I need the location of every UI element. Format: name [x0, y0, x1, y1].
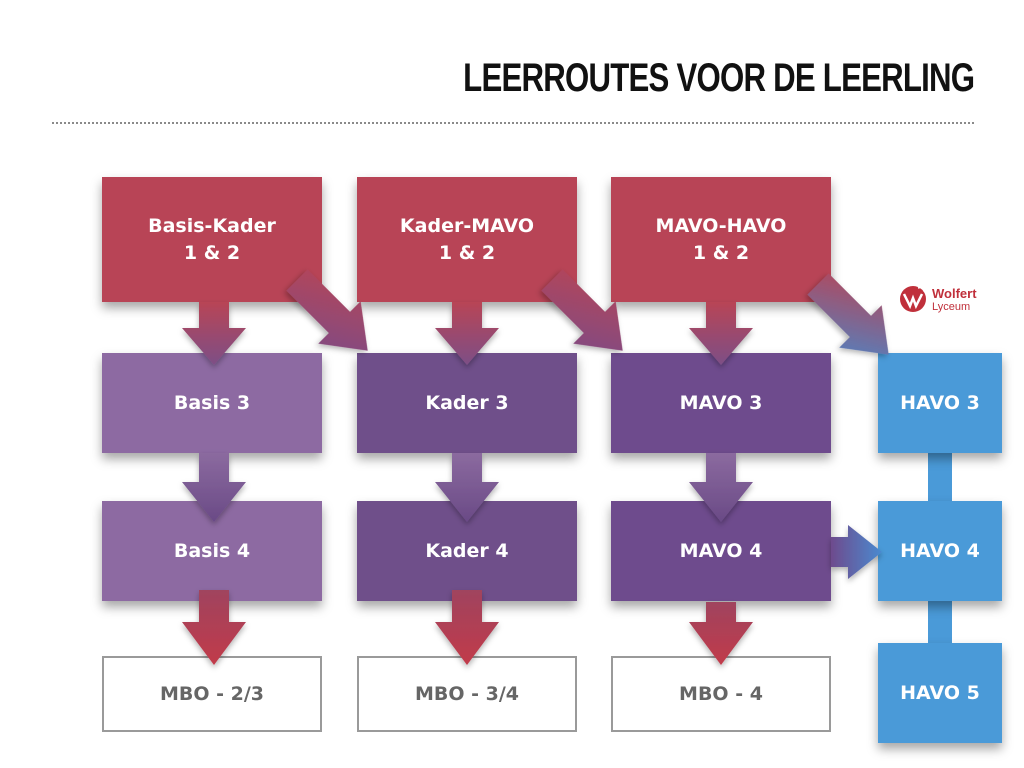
- box-havo-5: HAVO 5: [878, 643, 1002, 743]
- box-havo-3: HAVO 3: [878, 353, 1002, 453]
- arrow-diagonal-basis-kader-to-kader3: [286, 269, 368, 351]
- box-basis-3: Basis 3: [102, 353, 322, 453]
- logo-name: Wolfert: [932, 286, 977, 301]
- arrow-down-basis4-to-mbo23: [182, 590, 246, 665]
- box-kader-3: Kader 3: [357, 353, 577, 453]
- box-havo-4: HAVO 4: [878, 501, 1002, 601]
- arrow-down-basis-kader-to-basis3: [182, 302, 246, 365]
- arrow-down-mavo-havo-to-mavo3: [689, 302, 753, 365]
- arrow-right-mavo4-to-havo4: [831, 525, 882, 579]
- arrow-down-kader4-to-mbo34: [435, 590, 499, 665]
- arrow-down-kader-mavo-to-kader3: [435, 302, 499, 365]
- wolfert-lyceum-logo: Wolfert Lyceum: [898, 284, 988, 316]
- page-title: LEERROUTES VOOR DE LEERLING: [462, 56, 975, 100]
- wolfert-logo-mark-icon: [900, 284, 928, 312]
- dotted-divider: [52, 122, 974, 124]
- box-kader-mavo-1-2: Kader-MAVO 1 & 2: [357, 177, 577, 302]
- havo-connector-3-4: [928, 448, 952, 506]
- havo-connector-4-5: [928, 598, 952, 648]
- box-mavo-3: MAVO 3: [611, 353, 831, 453]
- arrow-down-mavo4-to-mbo4: [689, 602, 753, 665]
- arrow-down-kader3-to-kader4: [435, 453, 499, 522]
- arrow-down-basis3-to-basis4: [182, 453, 246, 522]
- box-mbo-3-4: MBO - 3/4: [357, 656, 577, 732]
- arrow-diagonal-mavo-havo-to-havo3: [807, 273, 889, 355]
- logo-subtitle: Lyceum: [932, 301, 971, 313]
- box-basis-kader-1-2: Basis-Kader 1 & 2: [102, 177, 322, 302]
- box-mavo-havo-1-2: MAVO-HAVO 1 & 2: [611, 177, 831, 302]
- arrow-down-mavo3-to-mavo4: [689, 453, 753, 522]
- arrow-diagonal-kader-mavo-to-mavo3: [541, 269, 623, 351]
